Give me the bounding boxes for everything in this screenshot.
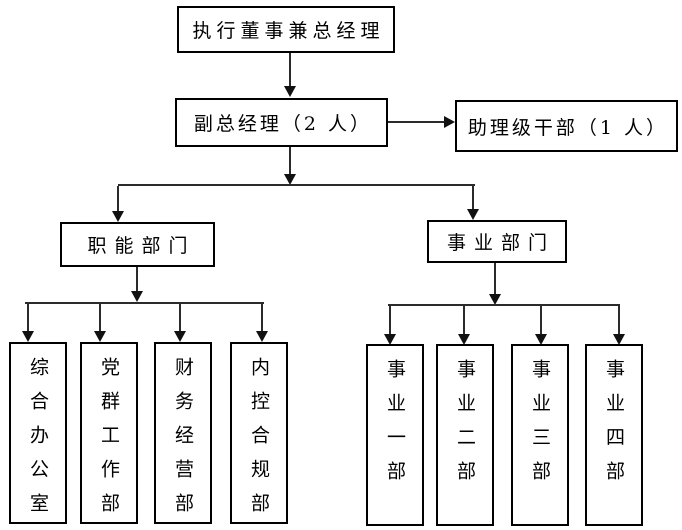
arrowhead-down-icon: [613, 334, 625, 345]
edge-to-general-office-line: [27, 304, 29, 332]
node-functional-departments: 职能部门: [60, 222, 215, 267]
junction-functional-line: [25, 302, 264, 304]
node-assistant-level-cadre: 助理级干部（1 人）: [455, 100, 678, 152]
arrowhead-down-icon: [458, 334, 470, 345]
node-executive-director: 执行董事兼总经理: [177, 6, 395, 53]
node-finance-operations-dept: 财务经营部: [154, 342, 212, 527]
edge-to-compliance-line: [261, 304, 263, 332]
edge-deputy-assistant-line: [388, 121, 444, 123]
arrowhead-down-icon: [256, 331, 268, 342]
arrowhead-down-icon: [284, 174, 296, 185]
edge-to-finance-line: [179, 304, 181, 332]
edge-deputy-junction-line: [289, 147, 291, 175]
node-party-mass-work-dept: 党群工作部: [80, 342, 138, 527]
node-business-dept-4: 事业四部: [585, 344, 643, 526]
arrowhead-down-icon: [112, 211, 124, 222]
edge-to-business4-line: [618, 306, 620, 335]
edge-functional-junction-line: [136, 267, 138, 292]
node-business-dept-2: 事业二部: [436, 344, 494, 526]
arrowhead-down-icon: [94, 331, 106, 342]
edge-junction-functional-line: [117, 186, 119, 212]
edge-to-business3-line: [540, 306, 542, 335]
node-general-office: 综合办公室: [9, 342, 67, 527]
arrowhead-down-icon: [284, 86, 296, 97]
edge-to-business1-line: [389, 306, 391, 335]
arrowhead-down-icon: [174, 331, 186, 342]
arrowhead-down-icon: [131, 291, 143, 302]
edge-business-junction-line: [494, 263, 496, 295]
node-deputy-general-manager: 副总经理（2 人）: [175, 98, 388, 147]
arrowhead-right-icon: [444, 116, 455, 128]
node-business-dept-3: 事业三部: [511, 344, 569, 526]
arrowhead-down-icon: [535, 334, 547, 345]
edge-to-party-work-line: [99, 304, 101, 332]
edge-root-deputy-line: [289, 53, 291, 87]
arrowhead-down-icon: [22, 331, 34, 342]
edge-junction-business-line: [472, 186, 474, 210]
arrowhead-down-icon: [384, 334, 396, 345]
junction-business-line: [388, 304, 620, 306]
node-business-departments: 事业部门: [427, 220, 567, 263]
arrowhead-down-icon: [467, 209, 479, 220]
arrowhead-down-icon: [489, 294, 501, 305]
junction-main-line: [118, 184, 475, 186]
node-business-dept-1: 事业一部: [366, 344, 424, 526]
node-internal-control-compliance-dept: 内控合规部: [230, 342, 288, 527]
edge-to-business2-line: [463, 306, 465, 335]
